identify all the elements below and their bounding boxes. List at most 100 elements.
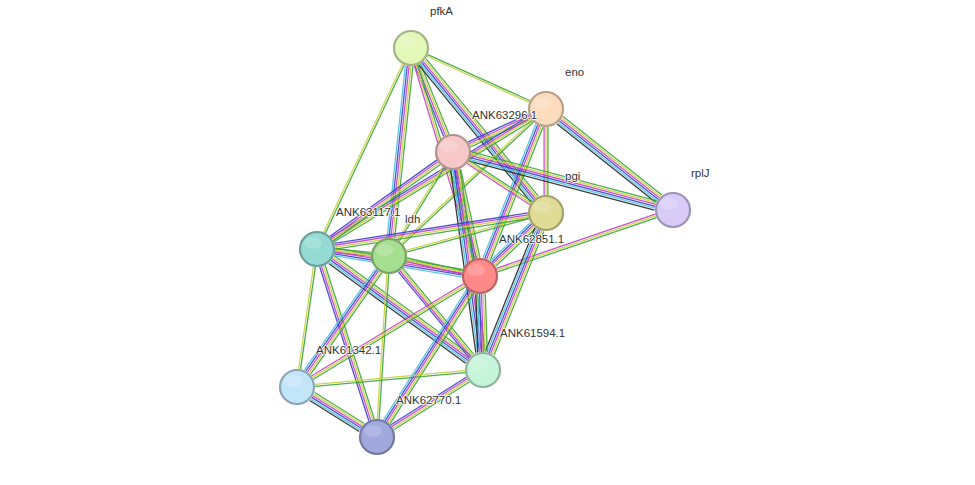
evidence-strand [301, 267, 316, 369]
evidence-strand [383, 289, 467, 420]
node-gloss [660, 198, 678, 210]
evidence-strand [313, 396, 362, 427]
evidence-strand [498, 218, 657, 272]
protein-label: ANK63117.1 [336, 206, 400, 218]
evidence-strand [312, 397, 361, 428]
interaction-edge [476, 294, 487, 352]
protein-label: rplJ [691, 167, 710, 179]
interaction-edge [383, 289, 473, 424]
node-gloss [467, 264, 485, 276]
evidence-strand [496, 214, 655, 268]
node-circle-shape [394, 31, 428, 65]
node-circle-shape [529, 196, 563, 230]
evidence-strand [469, 160, 532, 201]
protein-node: ANK61594.1 [465, 352, 501, 388]
evidence-strand [467, 163, 530, 204]
evidence-strand [324, 64, 403, 232]
node-circle [299, 231, 335, 267]
node-gloss [440, 140, 458, 152]
node-circle [371, 238, 407, 274]
node-gloss [533, 201, 551, 213]
evidence-strand [547, 127, 548, 195]
protein-label: ANK62851.1 [499, 233, 564, 245]
evidence-strand [387, 291, 471, 422]
node-circle [359, 419, 395, 455]
protein-node: pgi [528, 195, 564, 231]
protein-node: ANK62770.1 [359, 419, 395, 455]
protein-label: pgi [565, 170, 580, 182]
evidence-strand [332, 163, 439, 239]
evidence-strand [325, 65, 404, 233]
protein-node: rplJ [655, 192, 691, 228]
evidence-strand [311, 399, 360, 430]
evidence-strand [562, 118, 661, 197]
evidence-strand [557, 124, 656, 203]
node-circle-shape [280, 370, 314, 404]
node-circle [465, 352, 501, 388]
evidence-strand [330, 160, 437, 236]
protein-label: ANK61594.1 [500, 327, 565, 339]
evidence-strand [314, 394, 363, 425]
interaction-edge [315, 371, 465, 387]
evidence-strand [390, 293, 474, 424]
interaction-edge [324, 64, 404, 233]
node-circle-shape [463, 259, 497, 293]
node-circle-shape [300, 232, 334, 266]
protein-node: ANK63296.1 [435, 134, 471, 170]
protein-label: ANK61342.1 [316, 344, 381, 356]
protein-label: pfkA [430, 5, 453, 17]
interaction-edge [310, 393, 365, 432]
protein-node: ANK62851.1 [462, 258, 498, 294]
evidence-strand [419, 64, 448, 135]
evidence-strand [385, 290, 469, 421]
evidence-strand [476, 294, 478, 352]
interaction-edge [406, 258, 463, 274]
evidence-strand [393, 380, 469, 428]
evidence-strand [315, 373, 465, 387]
evidence-strand [391, 377, 467, 425]
node-gloss [364, 425, 382, 437]
protein-label: ANK63296.1 [472, 109, 537, 121]
evidence-strand [468, 162, 531, 203]
node-gloss [284, 375, 302, 387]
evidence-strand [388, 292, 472, 423]
node-circle [528, 195, 564, 231]
protein-label: ldh [405, 213, 420, 225]
protein-node: ANK63117.1 [299, 231, 335, 267]
node-gloss [470, 358, 488, 370]
node-circle [393, 30, 429, 66]
node-circle [435, 134, 471, 170]
interaction-edge [557, 116, 662, 202]
evidence-strand [407, 260, 463, 272]
evidence-strand [471, 154, 656, 203]
node-circle-shape [466, 353, 500, 387]
interaction-edge [544, 127, 548, 195]
interaction-edge [391, 377, 470, 430]
node-circle-shape [656, 193, 690, 227]
node-gloss [304, 237, 322, 249]
evidence-strand [299, 267, 314, 369]
evidence-strand [545, 127, 546, 195]
node-circle [655, 192, 691, 228]
evidence-strand [310, 401, 359, 432]
evidence-strand [543, 127, 544, 195]
node-gloss [376, 244, 394, 256]
protein-node: ldh [371, 238, 407, 274]
evidence-strand [315, 371, 465, 385]
interaction-edge [467, 160, 532, 204]
evidence-strand [469, 161, 654, 210]
interaction-edge [299, 267, 316, 370]
protein-node: ANK61342.1 [279, 369, 315, 405]
protein-node: pfkA [393, 30, 429, 66]
evidence-strand [406, 262, 462, 274]
protein-label: ANK62770.1 [396, 394, 461, 406]
evidence-strand [333, 119, 531, 240]
evidence-strand [331, 162, 438, 238]
protein-label: eno [565, 66, 584, 78]
node-circle-shape [436, 135, 470, 169]
node-circle [279, 369, 315, 405]
evidence-strand [394, 382, 470, 430]
evidence-strand [392, 379, 468, 427]
